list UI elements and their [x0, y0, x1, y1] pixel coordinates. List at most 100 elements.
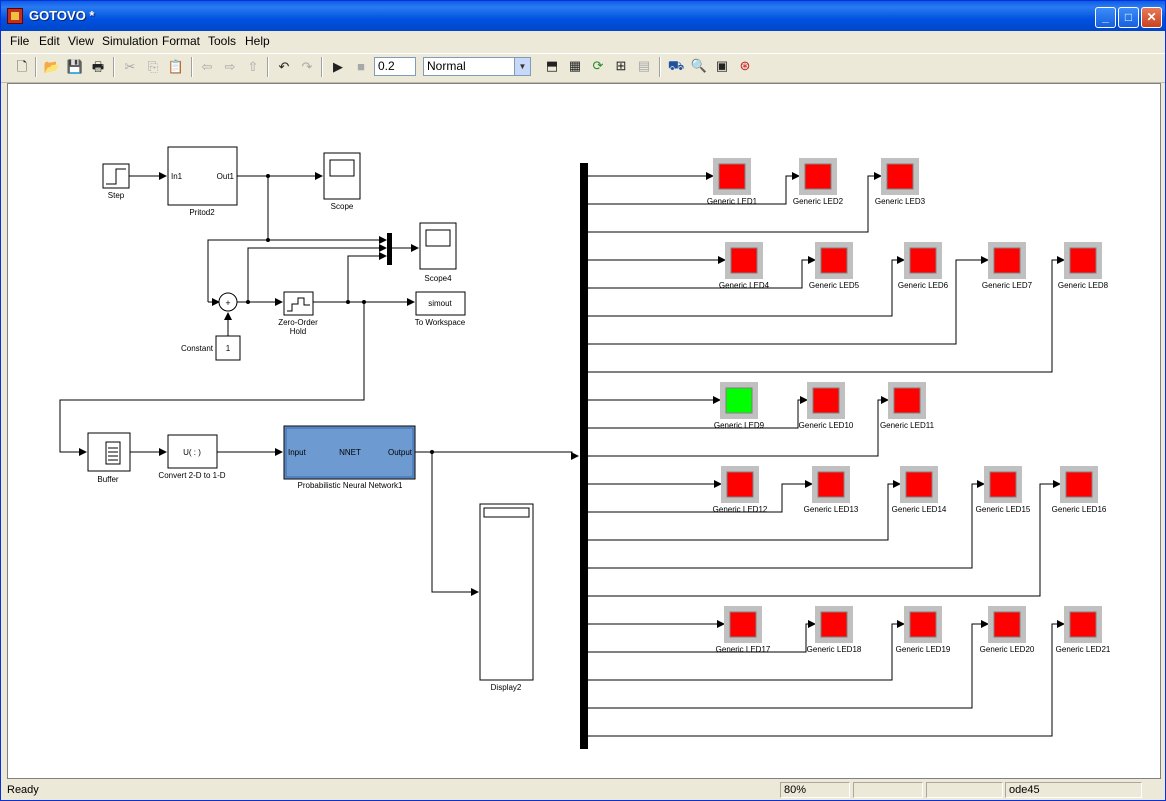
library-icon[interactable]: ⊞ [615, 58, 627, 73]
status-ready: Ready [7, 784, 39, 796]
generic-led-14[interactable]: Generic LED14 [892, 466, 947, 514]
led-label: Generic LED2 [793, 197, 844, 206]
led-signal-line [588, 480, 985, 569]
scope-block[interactable]: Scope [323, 152, 361, 211]
chevron-down-icon[interactable]: ▼ [514, 58, 530, 75]
redo-icon[interactable]: ↷ [301, 59, 313, 74]
led-label: Generic LED13 [804, 505, 859, 514]
undo-icon[interactable]: ↶ [278, 59, 290, 74]
neural-network-block[interactable]: Input NNET Output Probabilistic Neural N… [283, 425, 416, 490]
print-icon[interactable]: 🖶 [91, 59, 105, 74]
led-lamp [905, 471, 933, 498]
led-label: Generic LED6 [898, 281, 949, 290]
led-lamp [729, 611, 757, 638]
led-label: Generic LED20 [980, 645, 1035, 654]
zoh-label-1: Zero-Order [278, 318, 318, 327]
back-icon[interactable]: ⇦ [201, 59, 213, 74]
svg-text:+: + [225, 298, 230, 308]
zero-order-hold-block[interactable]: Zero-Order Hold [278, 291, 318, 336]
led-label: Generic LED17 [716, 645, 771, 654]
step-block[interactable]: Step [102, 163, 130, 200]
maximize-button[interactable]: □ [1118, 7, 1139, 28]
new-icon[interactable]: 🗋 [16, 59, 28, 74]
menu-simulation[interactable]: Simulation [102, 34, 159, 48]
build-icon[interactable]: ▦ [568, 58, 582, 73]
led-lamp [817, 471, 845, 498]
led-label: Generic LED10 [799, 421, 854, 430]
generic-led-5[interactable]: Generic LED5 [809, 242, 860, 290]
generic-led-11[interactable]: Generic LED11 [880, 382, 935, 430]
update-icon[interactable]: ⬒ [545, 58, 559, 73]
convert-2d-to-1d-block[interactable]: U( : ) Convert 2-D to 1-D [158, 434, 226, 480]
constant-block[interactable]: 1 Constant [181, 335, 241, 361]
generic-led-10[interactable]: Generic LED10 [799, 382, 854, 430]
led-signal-line [588, 396, 808, 429]
led-signal-line [588, 480, 1061, 597]
generic-led-21[interactable]: Generic LED21 [1056, 606, 1111, 654]
minimize-button[interactable]: _ [1095, 7, 1116, 28]
menu-format[interactable]: Format [162, 34, 201, 48]
led-label: Generic LED14 [892, 505, 947, 514]
generic-led-19[interactable]: Generic LED19 [896, 606, 951, 654]
demux-bar [580, 163, 588, 749]
led-signal-line [588, 480, 813, 513]
stop-time-input[interactable]: 0.2 [374, 57, 416, 76]
generic-led-2[interactable]: Generic LED2 [793, 158, 844, 206]
generic-led-15[interactable]: Generic LED15 [976, 466, 1031, 514]
generic-led-3[interactable]: Generic LED3 [875, 158, 926, 206]
scope4-block[interactable]: Scope4 [419, 222, 457, 283]
convert-label: Convert 2-D to 1-D [158, 471, 225, 480]
led-lamp [718, 163, 746, 190]
open-icon[interactable]: 📂 [43, 59, 61, 74]
play-icon[interactable]: ▶ [333, 59, 343, 74]
generic-led-17[interactable]: Generic LED17 [716, 606, 771, 654]
menu-view[interactable]: View [68, 34, 94, 48]
help-icon[interactable]: ⊛ [739, 58, 751, 73]
generic-led-18[interactable]: Generic LED18 [807, 606, 862, 654]
led-label: Generic LED12 [713, 505, 768, 514]
buffer-block[interactable]: Buffer [87, 432, 131, 484]
status-zoom: 80% [780, 782, 850, 798]
to-workspace-block[interactable]: simout To Workspace [415, 291, 466, 327]
display2-block[interactable]: Display2 [479, 503, 534, 692]
menu-file[interactable]: File [10, 34, 30, 48]
copy-icon[interactable]: ⎘ [147, 59, 159, 74]
buffer-label: Buffer [97, 475, 119, 484]
generic-led-9[interactable]: Generic LED9 [714, 382, 765, 430]
paste-icon[interactable]: 📋 [167, 59, 185, 74]
model-canvas[interactable]: Step In1 Out1 Pritod2 Scope Scope4 [7, 83, 1161, 779]
led-lamp [993, 611, 1021, 638]
generic-led-20[interactable]: Generic LED20 [980, 606, 1035, 654]
cut-icon[interactable]: ✂ [124, 59, 136, 74]
stop-icon[interactable]: ■ [357, 59, 365, 74]
led-label: Generic LED18 [807, 645, 862, 654]
menu-help[interactable]: Help [245, 34, 270, 48]
generic-led-16[interactable]: Generic LED16 [1052, 466, 1107, 514]
mux-bar [387, 233, 392, 265]
generic-led-8[interactable]: Generic LED8 [1058, 242, 1109, 290]
generic-led-1[interactable]: Generic LED1 [707, 158, 758, 206]
menu-edit[interactable]: Edit [39, 34, 60, 48]
close-button[interactable]: ✕ [1141, 7, 1162, 28]
explorer-icon[interactable]: 🔍 [690, 58, 708, 73]
sum-block[interactable]: + [218, 292, 238, 312]
led-lamp [726, 471, 754, 498]
led-signal-line [588, 172, 800, 205]
led-lamp [820, 247, 848, 274]
generic-led-4[interactable]: Generic LED4 [719, 242, 770, 290]
save-icon[interactable]: 💾 [66, 59, 84, 74]
title-bar[interactable]: GOTOVO * _ □ ✕ [1, 1, 1165, 31]
up-icon[interactable]: ⇧ [247, 59, 259, 74]
generic-led-6[interactable]: Generic LED6 [898, 242, 949, 290]
generic-led-7[interactable]: Generic LED7 [982, 242, 1033, 290]
generic-led-12[interactable]: Generic LED12 [713, 466, 768, 514]
forward-icon[interactable]: ⇨ [224, 59, 236, 74]
refresh-icon[interactable]: ⟳ [592, 58, 604, 73]
properties-icon[interactable]: ▣ [715, 58, 729, 73]
menu-tools[interactable]: Tools [208, 34, 237, 48]
simulation-mode-select[interactable]: Normal ▼ [423, 57, 531, 76]
pritod2-subsystem[interactable]: In1 Out1 Pritod2 [167, 146, 238, 217]
generic-led-13[interactable]: Generic LED13 [804, 466, 859, 514]
debug-icon[interactable]: ⛟ [667, 58, 685, 73]
model-browser-icon[interactable]: ▤ [637, 58, 651, 73]
